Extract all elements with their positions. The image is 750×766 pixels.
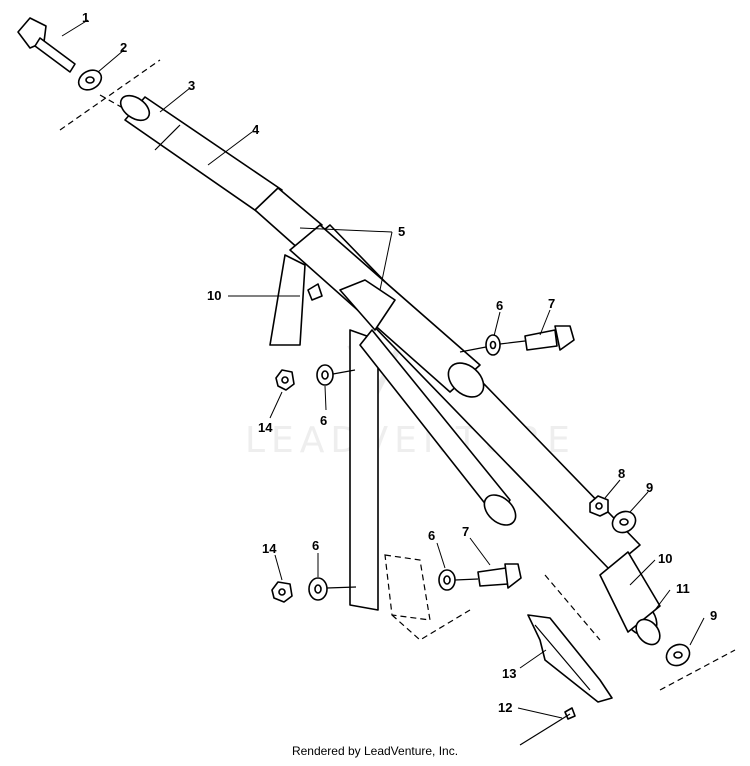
callout-9-lower: 9 (710, 608, 717, 623)
callout-7-upper: 7 (548, 296, 555, 311)
blade-part-13 (527, 614, 613, 703)
frame-plates (269, 254, 511, 611)
nut-part-8 (589, 495, 609, 517)
nut-part-14-lower (271, 581, 293, 603)
callout-13: 13 (502, 666, 516, 681)
callout-10-lower: 10 (658, 551, 672, 566)
pin-part-12 (519, 707, 576, 746)
crossbar-tube (289, 224, 517, 526)
washer-part-6-lower-left (308, 577, 328, 601)
pin-part-10-upper (307, 283, 323, 301)
washer-part-9-lower (665, 643, 691, 667)
callout-12: 12 (498, 700, 512, 715)
bolt-part-7-upper (524, 325, 575, 351)
callout-6-upper-left: 6 (320, 413, 327, 428)
sleeve-part-11 (635, 618, 661, 646)
leader-lines (61, 19, 705, 719)
callout-8: 8 (618, 466, 625, 481)
callout-4: 4 (252, 122, 260, 137)
bracket-plate (384, 554, 471, 641)
bolt-part-7-lower (477, 563, 522, 589)
washer-part-9-upper (611, 510, 637, 534)
callout-3: 3 (188, 78, 195, 93)
washer-part-6-upper-left (316, 364, 334, 386)
callout-6-lower-right: 6 (428, 528, 435, 543)
callout-1: 1 (82, 10, 89, 25)
center-lines (59, 59, 736, 691)
callout-11: 11 (676, 581, 690, 596)
callout-labels: 1 2 3 4 5 10 6 7 14 6 8 9 10 11 9 14 6 6… (82, 10, 717, 715)
washer-part-6-upper-right (485, 334, 501, 356)
footer-credit: Rendered by LeadVenture, Inc. (291, 744, 459, 758)
washer-part-2 (77, 69, 103, 91)
washer-part-6-lower-right (438, 569, 456, 591)
bolt-part-1 (17, 17, 76, 73)
handle-tube (119, 94, 323, 251)
nut-part-14-upper (275, 369, 295, 391)
callout-6-lower-left: 6 (312, 538, 319, 553)
callout-6-upper-right: 6 (496, 298, 503, 313)
callout-7-lower: 7 (462, 524, 469, 539)
callout-14-upper: 14 (258, 420, 273, 435)
callout-14-lower: 14 (262, 541, 277, 556)
callout-2: 2 (120, 40, 127, 55)
callout-5: 5 (398, 224, 405, 239)
callout-9-upper: 9 (646, 480, 653, 495)
callout-10-upper: 10 (207, 288, 221, 303)
